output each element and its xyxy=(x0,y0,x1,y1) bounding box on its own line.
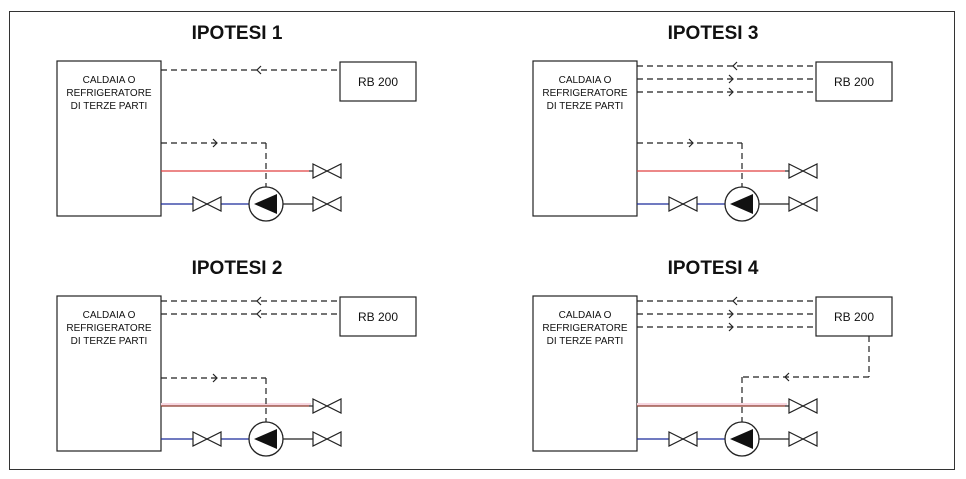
return-outlet-valve-icon xyxy=(788,431,818,447)
pump-triangle xyxy=(730,429,753,449)
panel-title: IPOTESI 1 xyxy=(192,23,283,44)
panel-title: IPOTESI 3 xyxy=(668,23,759,44)
controller-box xyxy=(815,296,893,337)
boiler-label: DI TERZE PARTI xyxy=(71,101,148,112)
return-outlet-valve-icon xyxy=(788,196,818,212)
boiler-label: DI TERZE PARTI xyxy=(547,101,624,112)
boiler-box xyxy=(56,295,162,452)
supply-valve-icon xyxy=(788,398,818,414)
controller-label: RB 200 xyxy=(358,310,398,324)
panel-ipotesi-3: IPOTESI 3 CALDAIA O REFRIGERATORE DI TERZE … xyxy=(532,23,893,222)
pump-signal-arrow-icon xyxy=(212,138,218,148)
return-valve-icon xyxy=(192,196,222,212)
pump-signal-arrow-icon xyxy=(784,372,790,382)
panel-ipotesi-1: IPOTESI 1 CALDAIA O REFRIGERATORE DI TERZE … xyxy=(56,23,417,222)
boiler-label: DI TERZE PARTI xyxy=(547,336,624,347)
return-valve-icon xyxy=(668,196,698,212)
controller-label: RB 200 xyxy=(834,75,874,89)
return-outlet-valve-icon xyxy=(312,431,342,447)
panel-title: IPOTESI 2 xyxy=(192,258,283,279)
signal-arrow-icon xyxy=(732,61,738,71)
panel-ipotesi-4: IPOTESI 4 CALDAIA O REFRIGERATORE DI TERZE … xyxy=(532,258,893,457)
controller-box xyxy=(339,61,417,102)
supply-highlight xyxy=(161,403,311,406)
return-outlet-valve-icon xyxy=(312,196,342,212)
boiler-label: CALDAIA O xyxy=(83,75,136,86)
supply-highlight xyxy=(637,403,787,406)
pump-triangle xyxy=(254,429,277,449)
boiler-label: REFRIGERATORE xyxy=(542,323,628,334)
signal-arrow-icon xyxy=(728,322,734,332)
boiler-box xyxy=(532,60,638,217)
boiler-box xyxy=(532,295,638,452)
boiler-label: CALDAIA O xyxy=(83,310,136,321)
boiler-label: CALDAIA O xyxy=(559,310,612,321)
controller-label: RB 200 xyxy=(358,75,398,89)
signal-arrow-icon xyxy=(728,309,734,319)
circulator-pump-icon xyxy=(248,186,284,222)
pump-signal-arrow-icon xyxy=(212,373,218,383)
signal-arrow-icon xyxy=(732,296,738,306)
signal-arrow-icon xyxy=(256,296,262,306)
return-valve-icon xyxy=(668,431,698,447)
boiler-label: REFRIGERATORE xyxy=(66,323,152,334)
boiler-box xyxy=(56,60,162,217)
signal-arrow-icon xyxy=(728,87,734,97)
circulator-pump-icon xyxy=(724,186,760,222)
boiler-label: CALDAIA O xyxy=(559,75,612,86)
controller-label: RB 200 xyxy=(834,310,874,324)
panel-title: IPOTESI 4 xyxy=(668,258,759,279)
boiler-label: DI TERZE PARTI xyxy=(71,336,148,347)
panel-ipotesi-2: IPOTESI 2 CALDAIA O REFRIGERATORE DI TERZE … xyxy=(56,258,417,457)
signal-arrow-icon xyxy=(728,74,734,84)
supply-valve-icon xyxy=(312,163,342,179)
controller-box xyxy=(339,296,417,337)
supply-valve-icon xyxy=(788,163,818,179)
pump-triangle xyxy=(730,194,753,214)
signal-arrow-icon xyxy=(256,65,262,75)
signal-arrow-icon xyxy=(256,309,262,319)
diagram-frame xyxy=(9,11,955,470)
circulator-pump-icon xyxy=(724,421,760,457)
circulator-pump-icon xyxy=(248,421,284,457)
pump-triangle xyxy=(254,194,277,214)
supply-valve-icon xyxy=(312,398,342,414)
controller-box xyxy=(815,61,893,102)
boiler-label: REFRIGERATORE xyxy=(542,88,628,99)
pump-signal-arrow-icon xyxy=(688,138,694,148)
return-valve-icon xyxy=(192,431,222,447)
boiler-label: REFRIGERATORE xyxy=(66,88,152,99)
